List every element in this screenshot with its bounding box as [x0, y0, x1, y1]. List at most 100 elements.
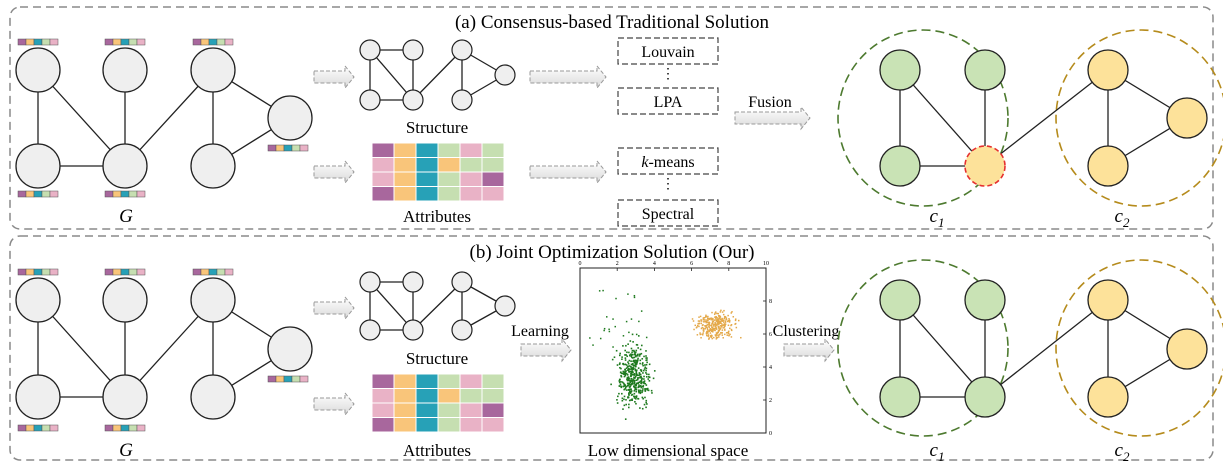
scatter-point-orange — [718, 317, 720, 320]
attribute-strip-cell — [104, 268, 114, 276]
scatter-point-green — [650, 389, 653, 392]
scatter-point-orange — [716, 333, 718, 335]
panel-b-cluster-c1-label: c1 — [930, 440, 945, 464]
scatter-point-green — [612, 318, 614, 320]
scatter-point-green — [639, 375, 642, 378]
scatter-point-green — [646, 388, 649, 390]
scatter-point-green — [629, 388, 631, 390]
scatter-point-green — [625, 364, 628, 366]
scatter-point-orange — [697, 322, 699, 325]
attribute-matrix-cell — [437, 388, 461, 404]
scatter-point-green — [630, 360, 632, 363]
scatter-point-green — [624, 418, 627, 420]
attribute-strip-cell — [208, 268, 218, 276]
attribute-strip-cell — [104, 424, 114, 432]
scatter-point-orange — [709, 329, 711, 331]
attribute-matrix-cell — [393, 417, 417, 433]
scatter-point-orange — [717, 327, 720, 329]
attribute-strip-cell — [291, 144, 301, 152]
scatter-point-green — [644, 388, 646, 390]
scatter-point-green — [634, 395, 636, 398]
scatter-point-green — [646, 403, 648, 405]
learning-label: Learning — [511, 323, 569, 340]
scatter-point-orange — [705, 314, 707, 317]
attribute-matrix-cell — [459, 186, 483, 202]
scatter-point-orange — [713, 336, 715, 339]
scatter-point-green — [610, 383, 612, 386]
attribute-matrix-cell — [371, 402, 395, 418]
scatter-point-orange — [693, 328, 695, 331]
scatter-point-orange — [706, 334, 708, 337]
scatter-point-orange — [704, 327, 707, 330]
scatter-point-orange — [734, 318, 737, 320]
scatter-point-orange — [700, 319, 702, 321]
scatter-point-orange — [704, 325, 707, 327]
scatter-point-green — [621, 397, 624, 400]
scatter-point-green — [634, 359, 636, 362]
attribute-strip-cell — [112, 424, 122, 432]
scatter-point-green — [634, 388, 637, 390]
scatter-point-green — [634, 353, 636, 356]
scatter-point-green — [627, 406, 630, 409]
scatter-point-green — [631, 357, 634, 359]
attribute-strip-cell — [25, 190, 35, 198]
attribute-strip-cell — [267, 144, 277, 152]
scatter-point-orange — [724, 333, 726, 336]
attribute-strip-cell — [49, 190, 59, 198]
scatter-point-green — [638, 384, 640, 386]
scatter-point-green — [636, 374, 639, 377]
attribute-matrix-cell — [415, 388, 439, 404]
scatter-point-orange — [703, 316, 706, 319]
scatter-point-orange — [719, 311, 722, 313]
scatter-point-green — [642, 397, 644, 400]
scatter-point-orange — [715, 332, 718, 334]
scatter-point-orange — [705, 324, 708, 327]
scatter-point-orange — [702, 332, 705, 334]
scatter-point-orange — [713, 325, 715, 327]
scatter-point-orange — [724, 321, 727, 323]
scatter-point-green — [606, 316, 608, 318]
scatter-point-green — [620, 386, 623, 389]
scatter-point-green — [635, 349, 638, 352]
scatter-point-green — [628, 365, 631, 367]
attribute-strip-cell — [216, 268, 226, 276]
attribute-matrix-cell — [481, 402, 505, 418]
graph-node — [267, 326, 313, 372]
panel-b-structure — [359, 271, 516, 341]
scatter-point-orange — [706, 326, 708, 328]
panel-a-attribute-bars — [17, 38, 309, 198]
scatter-point-green — [630, 377, 633, 380]
scatter-point-green — [623, 395, 626, 398]
scatter-point-orange — [719, 321, 722, 324]
scatter-point-orange — [707, 335, 710, 337]
scatter-point-green — [642, 385, 644, 388]
attribute-strip-cell — [299, 375, 309, 383]
attribute-matrix-cell — [437, 373, 461, 389]
scatter-point-green — [641, 389, 644, 392]
scatter-point-orange — [714, 334, 717, 336]
scatter-point-green — [617, 395, 619, 398]
scatter-point-green — [618, 380, 621, 382]
scatter-point-orange — [718, 325, 720, 328]
scatter-point-green — [629, 370, 631, 373]
attribute-strip-cell — [192, 268, 202, 276]
scatter-point-green — [648, 363, 651, 366]
panel-b-attribute-matrix — [371, 373, 505, 433]
scatter-point-green — [635, 384, 637, 387]
scatter-point-green — [642, 364, 644, 367]
attribute-matrix-cell — [415, 373, 439, 389]
scatter-point-orange — [718, 336, 720, 338]
scatter-point-green — [638, 353, 641, 356]
scatter-point-green — [647, 389, 650, 392]
cluster-c1-ring — [837, 259, 1009, 437]
attribute-matrix-cell — [393, 186, 417, 202]
scatter-point-orange — [718, 322, 720, 325]
scatter-point-green — [630, 374, 632, 377]
method-lpa: LPA — [617, 87, 719, 115]
scatter-point-green — [628, 382, 631, 385]
scatter-point-orange — [707, 317, 709, 319]
attribute-matrix-cell — [437, 402, 461, 418]
panel-a-attributes-label: Attributes — [403, 207, 471, 226]
scatter-point-green — [645, 399, 648, 402]
scatter-point-orange — [713, 329, 715, 331]
